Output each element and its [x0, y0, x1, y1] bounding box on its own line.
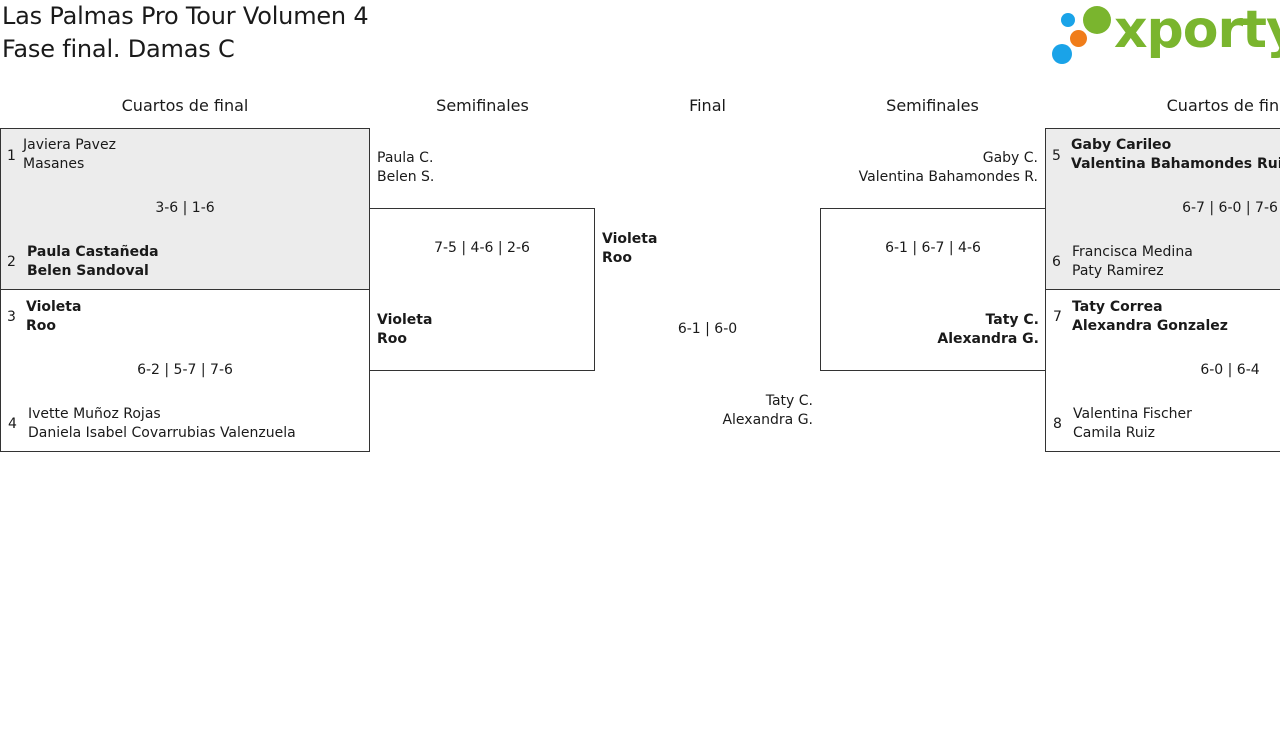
seed-number: 3: [7, 309, 16, 325]
winner-team-names: Taty Correa Alexandra Gonzalez: [1072, 298, 1228, 336]
round-header-right-sf: Semifinales: [886, 96, 979, 115]
player-name: Paula C.: [377, 150, 434, 166]
match-score: 6-0 | 6-4: [1200, 362, 1260, 378]
seed-number: 2: [7, 254, 16, 270]
player-name: Masanes: [23, 156, 85, 172]
logo-dot-blue-bottom: [1052, 44, 1072, 64]
match-score: 7-5 | 4-6 | 2-6: [434, 240, 530, 256]
round-header-left-qf: Cuartos de final: [121, 96, 249, 115]
round-header-right-qf: Cuartos de final: [1166, 96, 1280, 115]
match-score: 6-2 | 5-7 | 7-6: [137, 362, 233, 378]
logo-dot-orange: [1070, 30, 1087, 47]
left-sf-team-a: Paula C. Belen S.: [377, 149, 434, 187]
seed-number: 5: [1052, 148, 1061, 164]
winner-team-names: Violeta Roo: [377, 311, 432, 349]
team-names: Javiera Pavez Masanes: [23, 136, 116, 174]
xporty-logo[interactable]: xporty: [1050, 0, 1280, 68]
team-names: Valentina Fischer Camila Ruiz: [1073, 405, 1192, 443]
player-name: Violeta: [602, 231, 658, 247]
winner-team-names: Violeta Roo: [26, 298, 81, 336]
player-name: Valentina Bahamondes Ruiz: [1071, 156, 1280, 172]
match-right-sf[interactable]: 6-1 | 6-7 | 4-6 Taty C. Alexandra G.: [820, 208, 1046, 371]
match-left-qf2[interactable]: 3 Violeta Roo 6-2 | 5-7 | 7-6 4 Ivette M…: [0, 289, 370, 452]
final-score: 6-1 | 6-0: [677, 321, 738, 337]
logo-dot-green: [1083, 6, 1111, 34]
player-name: Violeta: [26, 299, 82, 315]
right-sf-team-a: Gaby C. Valentina Bahamondes R.: [818, 149, 1038, 187]
match-left-sf[interactable]: 7-5 | 4-6 | 2-6 Violeta Roo: [369, 208, 595, 371]
player-name: Francisca Medina: [1072, 244, 1193, 260]
player-name: Alexandra G.: [937, 331, 1039, 347]
seed-number: 7: [1053, 309, 1062, 325]
round-header-left-sf: Semifinales: [436, 96, 529, 115]
seed-number: 4: [8, 416, 17, 432]
player-name: Valentina Bahamondes R.: [858, 169, 1038, 185]
match-right-qf1[interactable]: 5 Gaby Carileo Valentina Bahamondes Ruiz…: [1045, 128, 1280, 290]
logo-wordmark: xporty: [1114, 0, 1280, 60]
player-name: Paula Castañeda: [27, 244, 159, 260]
player-name: Valentina Fischer: [1073, 406, 1192, 422]
final-team-a: Violeta Roo: [602, 230, 657, 268]
player-name: Taty C.: [765, 393, 813, 409]
logo-dot-blue-top: [1061, 13, 1075, 27]
seed-number: 1: [7, 148, 16, 164]
player-name: Taty Correa: [1072, 299, 1163, 315]
match-right-qf2[interactable]: 7 Taty Correa Alexandra Gonzalez 6-0 | 6…: [1045, 289, 1280, 452]
player-name: Belen S.: [377, 169, 435, 185]
seed-number: 6: [1052, 254, 1061, 270]
page-subtitle: Fase final. Damas C: [2, 35, 235, 63]
match-score: 6-1 | 6-7 | 4-6: [885, 240, 981, 256]
player-name: Alexandra Gonzalez: [1072, 318, 1228, 334]
winner-team-names: Gaby Carileo Valentina Bahamondes Ruiz: [1071, 136, 1280, 174]
match-score: 3-6 | 1-6: [155, 200, 215, 216]
team-names: Francisca Medina Paty Ramirez: [1072, 243, 1193, 281]
player-name: Roo: [602, 250, 633, 266]
final-team-b: Taty C. Alexandra G.: [613, 392, 813, 430]
player-name: Paty Ramirez: [1072, 263, 1164, 279]
match-left-qf1[interactable]: 1 Javiera Pavez Masanes 3-6 | 1-6 2 Paul…: [0, 128, 370, 290]
team-names: Ivette Muñoz Rojas Daniela Isabel Covarr…: [28, 405, 296, 443]
player-name: Alexandra G.: [722, 412, 813, 428]
page-title: Las Palmas Pro Tour Volumen 4: [2, 2, 369, 30]
player-name: Taty C.: [985, 312, 1039, 328]
winner-team-names: Paula Castañeda Belen Sandoval: [27, 243, 159, 281]
player-name: Violeta: [377, 312, 433, 328]
seed-number: 8: [1053, 416, 1062, 432]
player-name: Camila Ruiz: [1073, 425, 1156, 441]
match-score: 6-7 | 6-0 | 7-6: [1182, 200, 1278, 216]
round-header-final: Final: [689, 96, 726, 115]
winner-team-names: Taty C. Alexandra G.: [841, 311, 1039, 349]
player-name: Roo: [26, 318, 57, 334]
player-name: Gaby C.: [982, 150, 1038, 166]
player-name: Roo: [377, 331, 408, 347]
player-name: Belen Sandoval: [27, 263, 149, 279]
player-name: Gaby Carileo: [1071, 137, 1172, 153]
player-name: Daniela Isabel Covarrubias Valenzuela: [28, 425, 296, 441]
player-name: Ivette Muñoz Rojas: [28, 406, 161, 422]
player-name: Javiera Pavez: [23, 137, 116, 153]
